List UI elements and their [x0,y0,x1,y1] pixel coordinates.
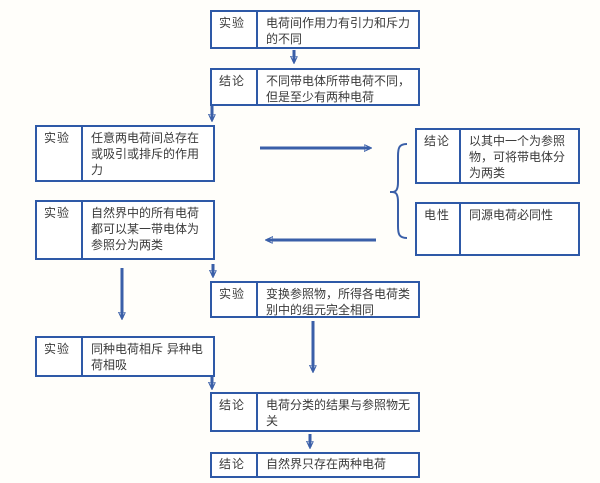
box-text: 电荷间作用力有引力和斥力的不同 [266,16,411,47]
box-label: 实验 [37,202,83,258]
box-text: 自然界中的所有电荷都可以某一带电体为参照分为两类 [91,206,200,253]
box-text: 电荷分类的结果与参照物无关 [266,398,411,429]
box-label: 电性 [417,204,461,254]
box-label: 实验 [37,338,83,375]
box-label: 实验 [37,127,83,180]
box-label: 结论 [212,394,258,430]
box-text: 任意两电荷间总存在或吸引或排斥的作用力 [91,131,200,178]
box-experiment-force-between-charges: 实验 任意两电荷间总存在或吸引或排斥的作用力 [35,125,215,182]
box-label: 结论 [212,454,258,476]
box-text: 同种电荷相斥 异种电荷相吸 [91,342,203,373]
group-brace [390,143,408,239]
box-experiment-attraction-repulsion: 实验 电荷间作用力有引力和斥力的不同 [210,10,420,49]
box-conclusion-independent-of-reference: 结论 电荷分类的结果与参照物无关 [210,392,420,432]
box-label: 结论 [212,70,258,104]
box-text: 同源电荷必同性 [469,208,554,222]
box-text: 自然界只存在两种电荷 [266,457,387,471]
box-conclusion-only-two-kinds: 结论 自然界只存在两种电荷 [210,452,420,478]
box-label: 实验 [212,283,258,316]
box-experiment-like-repel-unlike-attract: 实验 同种电荷相斥 异种电荷相吸 [35,336,215,377]
box-text: 变换参照物，所得各电荷类别中的组元完全相同 [266,287,411,318]
box-experiment-reference-classification: 实验 自然界中的所有电荷都可以某一带电体为参照分为两类 [35,200,215,260]
box-text: 不同带电体所带电荷不同，但是至少有两种电荷 [266,74,411,105]
box-label: 结论 [417,130,461,182]
box-property-same-source-same-sign: 电性 同源电荷必同性 [415,202,580,256]
box-conclusion-classify-by-reference: 结论 以其中一个为参照物，可将带电体分为两类 [415,128,580,184]
box-experiment-change-reference: 实验 变换参照物，所得各电荷类别中的组元完全相同 [210,281,420,318]
box-label: 实验 [212,12,258,47]
box-text: 以其中一个为参照物，可将带电体分为两类 [469,134,566,181]
box-conclusion-two-kinds-at-least: 结论 不同带电体所带电荷不同，但是至少有两种电荷 [210,68,420,106]
